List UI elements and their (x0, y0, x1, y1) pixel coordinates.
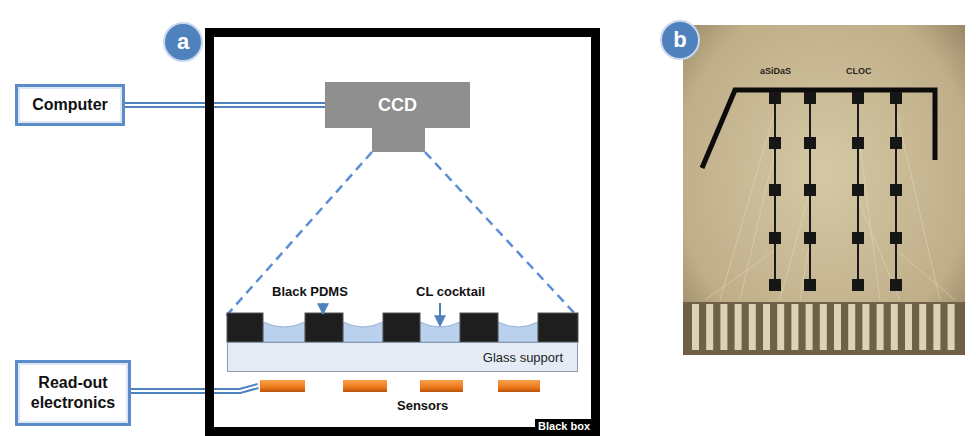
contact-pin (806, 304, 813, 350)
contact-pin (706, 304, 713, 350)
computer-box: Computer (15, 84, 125, 126)
device-photo (683, 25, 965, 355)
cable-connector (125, 105, 325, 106)
contact-pin (877, 304, 884, 350)
pdms-block (383, 313, 420, 342)
readout-box: Read-out electronics (15, 360, 131, 426)
contact-pin (933, 304, 940, 350)
contact-pin (749, 304, 756, 350)
part-label: Sensors (397, 398, 448, 413)
contact-pin (919, 304, 926, 350)
cable-inner (125, 104, 325, 106)
photo-pins (683, 302, 965, 355)
electrode-pad (769, 279, 781, 291)
camera-lens (372, 128, 425, 152)
panel-letter: b (660, 20, 700, 60)
node-text: a (177, 29, 189, 55)
electrode-pad (769, 232, 781, 244)
electrode-pad (804, 184, 816, 196)
electrode-pad (890, 279, 902, 291)
part-label: CL cocktail (416, 284, 485, 299)
node-text: Read-out electronics (24, 373, 122, 413)
electrode-pad (769, 92, 781, 104)
contact-pin (791, 304, 798, 350)
contact-pin (848, 304, 855, 350)
photo-electrodes (769, 92, 902, 291)
electrode-pad (890, 232, 902, 244)
electrode-pad (804, 92, 816, 104)
well (498, 322, 538, 342)
contact-pin (777, 304, 784, 350)
electrode-pad (804, 279, 816, 291)
sensor (260, 380, 305, 392)
photo-label: aSiDaS (760, 66, 791, 76)
photo-trace (702, 90, 935, 168)
electrode-pad (804, 232, 816, 244)
black-box-frame: CCD Glass supportBlack box (205, 28, 600, 436)
contact-pin (720, 304, 727, 350)
electrode-pad (769, 184, 781, 196)
cable-outer (125, 102, 325, 108)
contact-pin (735, 304, 742, 350)
pdms-block (227, 313, 263, 342)
pin-ground (683, 302, 965, 355)
electrode-pad (890, 184, 902, 196)
leader-arrow (322, 303, 324, 314)
electrode-pad (852, 92, 864, 104)
contact-pin (891, 304, 898, 350)
sensors (260, 380, 540, 392)
sensor (498, 380, 540, 392)
panel-letter: a (163, 22, 203, 62)
contact-pin (834, 304, 841, 350)
pdms-blocks (227, 313, 578, 342)
part-label: Black PDMS (272, 284, 348, 299)
photo-ground (683, 25, 965, 355)
view-cone (226, 152, 577, 316)
node-text: Computer (32, 95, 108, 115)
node-text: Black box (535, 419, 593, 433)
well (263, 322, 305, 342)
node-text: CCD (378, 95, 417, 116)
electrode-pad (852, 137, 864, 149)
pdms-block (305, 313, 343, 342)
photo-label: CLOC (846, 66, 872, 76)
cable (131, 386, 258, 391)
glass-support: Glass support (227, 342, 578, 372)
ccd-camera: CCD (325, 82, 470, 128)
contact-pin (820, 304, 827, 350)
contact-pin (905, 304, 912, 350)
electrode-pad (769, 137, 781, 149)
view-line (226, 152, 372, 316)
electrode-pad (852, 184, 864, 196)
electrode-pad (852, 232, 864, 244)
pdms-block (538, 313, 578, 342)
contact-pin (692, 304, 699, 350)
electrode-pad (890, 92, 902, 104)
node-text: b (673, 27, 686, 53)
leader-arrow (439, 303, 441, 326)
sensor (420, 380, 463, 392)
readout-cable (131, 386, 258, 391)
contact-pin (862, 304, 869, 350)
contact-pin (763, 304, 770, 350)
contact-pin (948, 304, 955, 350)
electrode-pad (804, 137, 816, 149)
electrode-pad (890, 137, 902, 149)
sensor (343, 380, 387, 392)
electrode-pad (852, 279, 864, 291)
node-text: Glass support (483, 350, 563, 365)
photo-traces (705, 110, 955, 300)
well (343, 322, 383, 342)
cable (131, 386, 258, 391)
pdms-block (460, 313, 498, 342)
